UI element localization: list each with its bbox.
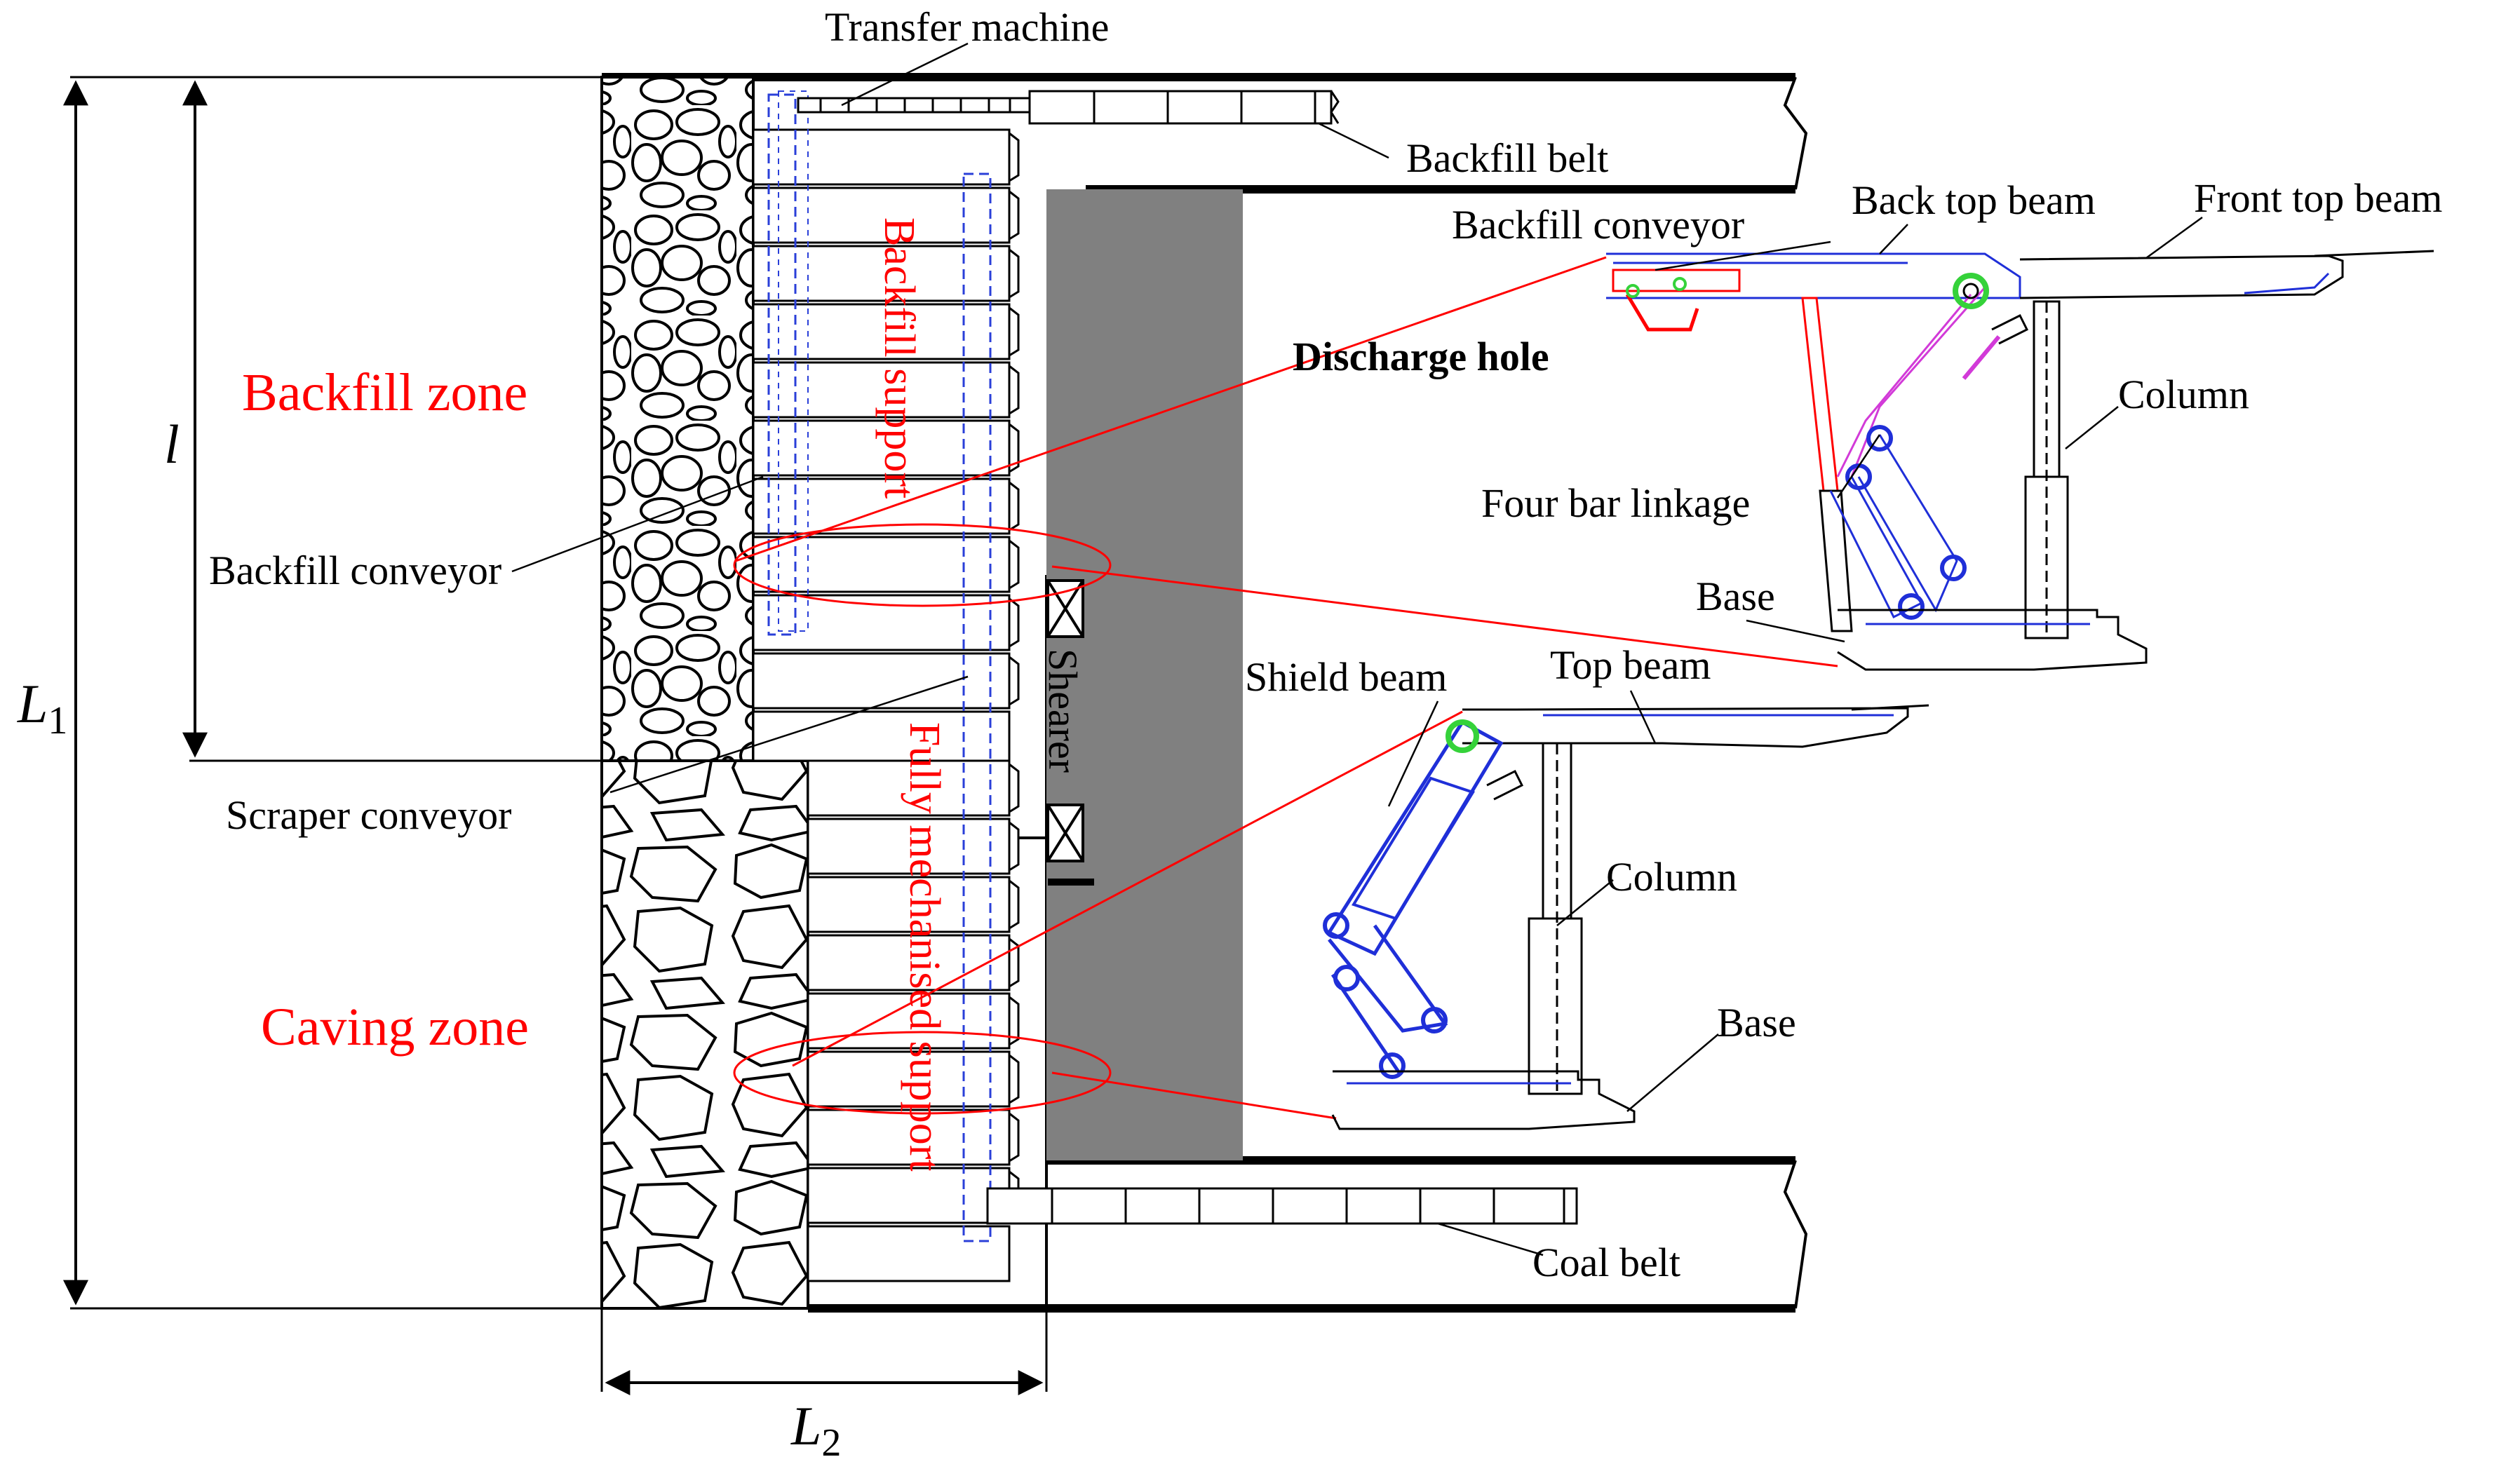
base-bottom-label: Base	[1717, 1000, 1796, 1045]
label-leaders	[511, 42, 2203, 1256]
fully-mechanised-support-units	[807, 759, 1011, 1282]
coal-belt-label: Coal belt	[1532, 1240, 1680, 1285]
fully-mechanised-support-tips	[1009, 763, 1020, 1221]
backfill-zone-label: Backfill zone	[242, 363, 527, 422]
fully-mechanised-support-label: Fully mechanised support	[901, 722, 948, 1172]
shearer	[1018, 579, 1094, 886]
backfill-belt	[1028, 90, 1340, 125]
backfill-conveyor-dashed	[767, 93, 797, 636]
transfer-machine	[797, 97, 1031, 114]
coal-belt	[986, 1187, 1578, 1225]
backfill-conveyor-top-label: Backfill conveyor	[1452, 202, 1744, 248]
discharge-hole-label: Discharge hole	[1293, 334, 1549, 379]
backfill-support-units	[752, 128, 1011, 762]
column-top-label: Column	[2118, 372, 2249, 417]
backfill-zone-area	[600, 76, 755, 762]
top-beam-label: Top beam	[1550, 642, 1711, 688]
backfill-conveyor-left-label: Backfill conveyor	[209, 548, 501, 593]
backfill-belt-label: Backfill belt	[1406, 135, 1608, 181]
dim-L1-label: L1	[17, 673, 67, 743]
scraper-conveyor-label: Scraper conveyor	[226, 792, 511, 838]
dim-L2-label: L2	[790, 1395, 841, 1464]
base-top-label: Base	[1696, 574, 1775, 619]
column-bottom-label: Column	[1606, 854, 1737, 900]
dim-l-label: l	[164, 414, 180, 475]
shearer-label: Shearer	[1040, 649, 1086, 773]
four-bar-linkage-label: Four bar linkage	[1481, 480, 1750, 526]
shield-beam-label: Shield beam	[1245, 654, 1447, 700]
backfill-support-drawing	[1606, 250, 2434, 671]
coal-seam-upper	[1086, 189, 1243, 582]
scraper-conveyor-dashed	[962, 172, 992, 1242]
backfill-support-label: Backfill support	[875, 217, 923, 499]
dimension-lines	[70, 76, 1048, 1392]
front-top-beam-label: Front top beam	[2194, 175, 2442, 221]
fully-mechanised-support-drawing	[1323, 704, 1929, 1130]
back-top-beam-label: Back top beam	[1852, 177, 2096, 223]
caving-zone-area	[600, 759, 809, 1310]
transfer-machine-label: Transfer machine	[825, 4, 1109, 50]
highlight-callouts	[733, 256, 1838, 1120]
backfill-support-tips	[1009, 132, 1020, 706]
caving-zone-label: Caving zone	[261, 998, 529, 1057]
transfer-machine-dashed	[778, 90, 809, 632]
